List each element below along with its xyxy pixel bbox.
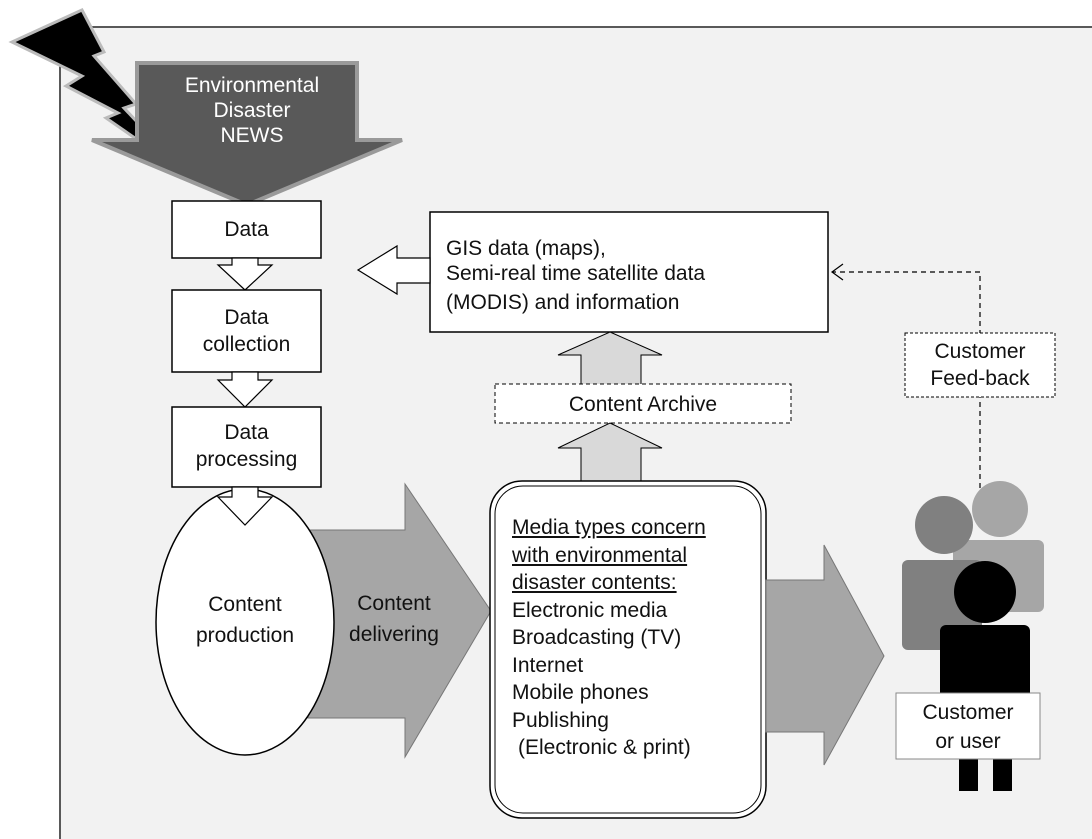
news-line-3: NEWS <box>220 124 284 147</box>
news-line-1: Environmental <box>184 74 320 97</box>
feedback-box <box>904 332 1056 398</box>
data-collection-box <box>171 289 322 373</box>
data-label: Data <box>224 218 269 241</box>
data-collection-line-2: collection <box>202 333 291 356</box>
media-item-internet: Internet <box>512 653 584 677</box>
data-processing-line-1: Data <box>224 421 269 444</box>
feedback-line-2: Feed-back <box>930 367 1030 390</box>
media-box-inner <box>494 485 762 814</box>
data-processing-label: Data processing <box>172 420 321 472</box>
media-heading-line-2: with environmental <box>512 543 688 567</box>
gis-data-box <box>429 211 829 333</box>
content-production-line-1: Content <box>208 593 282 616</box>
customer-label-box <box>895 692 1041 760</box>
gis-line-2: Semi-real time satellite data <box>446 262 706 285</box>
media-item-mobile: Mobile phones <box>512 681 649 704</box>
arrow-to-customer <box>765 544 885 766</box>
gis-data-label: GIS data (maps), Semi-real time satellit… <box>446 236 826 315</box>
content-production-label: Content production <box>178 592 312 648</box>
media-types-label: Media types concern with environmental d… <box>512 514 762 762</box>
news-line-2: Disaster <box>213 99 291 122</box>
customer-user-label: Customer or user <box>896 700 1040 754</box>
customer-feedback-label: Customer Feed-back <box>905 339 1055 391</box>
content-delivering-line-1: Content <box>357 592 431 615</box>
data-collection-label: Data collection <box>172 305 321 357</box>
down-arrow-3 <box>216 486 274 526</box>
news-arrow <box>91 61 403 208</box>
media-item-publishing: Publishing <box>512 708 609 732</box>
gis-line-3: (MODIS) and information <box>446 291 680 314</box>
feedback-line-1: Customer <box>934 340 1026 363</box>
customer-line-1: Customer <box>922 701 1014 724</box>
data-box <box>171 200 322 259</box>
content-archive-box <box>494 383 792 424</box>
customer-line-2: or user <box>935 730 1001 753</box>
left-arrow-to-data <box>356 244 431 296</box>
content-production-line-2: production <box>195 624 295 647</box>
media-item-broadcasting: Broadcasting (TV) <box>512 626 682 649</box>
feedback-arrowhead <box>830 263 844 281</box>
news-arrow-label: Environmental Disaster NEWS <box>160 73 344 148</box>
media-item-electronic: Electronic media <box>512 598 668 622</box>
media-heading-line-3: disaster contents: <box>512 571 677 594</box>
gis-line-1: GIS data (maps), <box>446 237 606 260</box>
data-processing-line-2: processing <box>195 448 298 471</box>
data-processing-box <box>171 406 322 488</box>
down-arrow-1 <box>216 257 274 291</box>
media-heading-line-1: Media types concern <box>512 516 706 539</box>
data-collection-line-1: Data <box>224 306 269 329</box>
media-item-publishing-detail: (Electronic & print) <box>518 736 691 759</box>
feedback-line <box>832 271 981 497</box>
content-delivering-label: Content delivering <box>334 591 454 647</box>
content-archive-label: Content Archive <box>568 393 718 416</box>
down-arrow-2 <box>216 371 274 408</box>
content-delivering-line-2: delivering <box>349 623 439 646</box>
content-delivering-arrow <box>307 482 492 759</box>
